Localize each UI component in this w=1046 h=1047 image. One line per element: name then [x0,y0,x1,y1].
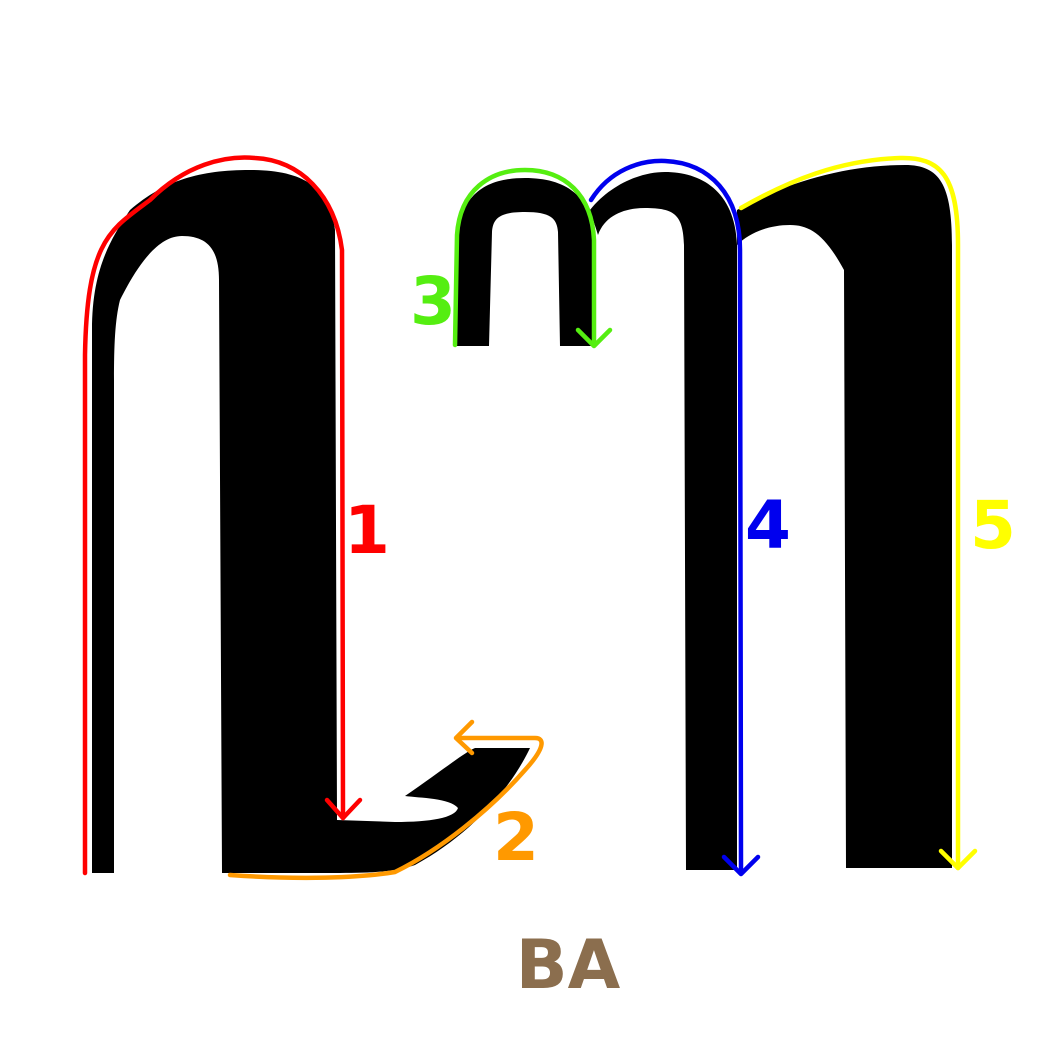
glyph-middle-stem [590,172,737,870]
stroke-3 [452,167,613,349]
stroke-2 [227,719,544,881]
stroke-4-label: 4 [745,487,791,564]
stroke-1 [82,155,363,876]
stroke-5-label: 5 [970,487,1016,564]
stroke-3-arrowhead-icon [575,327,613,349]
glyph [92,165,952,873]
stroke-4-arrowhead-icon [721,854,761,877]
stroke-3-label: 3 [410,263,456,340]
stroke-5 [738,155,978,871]
stroke-1-path [82,155,346,876]
stroke-2-arrowhead-icon [453,719,475,756]
stroke-1-label: 1 [344,492,390,569]
stroke-4-path [588,158,744,876]
stroke-3-path [452,167,597,348]
glyph-right-stem [737,165,952,868]
stroke-5-arrowhead-icon [938,848,978,871]
stroke-1-arrowhead-icon [324,797,363,821]
stroke-4 [588,158,761,877]
stroke-2-label: 2 [493,799,539,876]
glyph-small-arch [455,178,595,346]
glyph-left-letter [92,170,530,873]
stroke-5-path [738,155,961,871]
stroke-2-path [227,735,544,881]
caption: BA [516,926,621,1005]
